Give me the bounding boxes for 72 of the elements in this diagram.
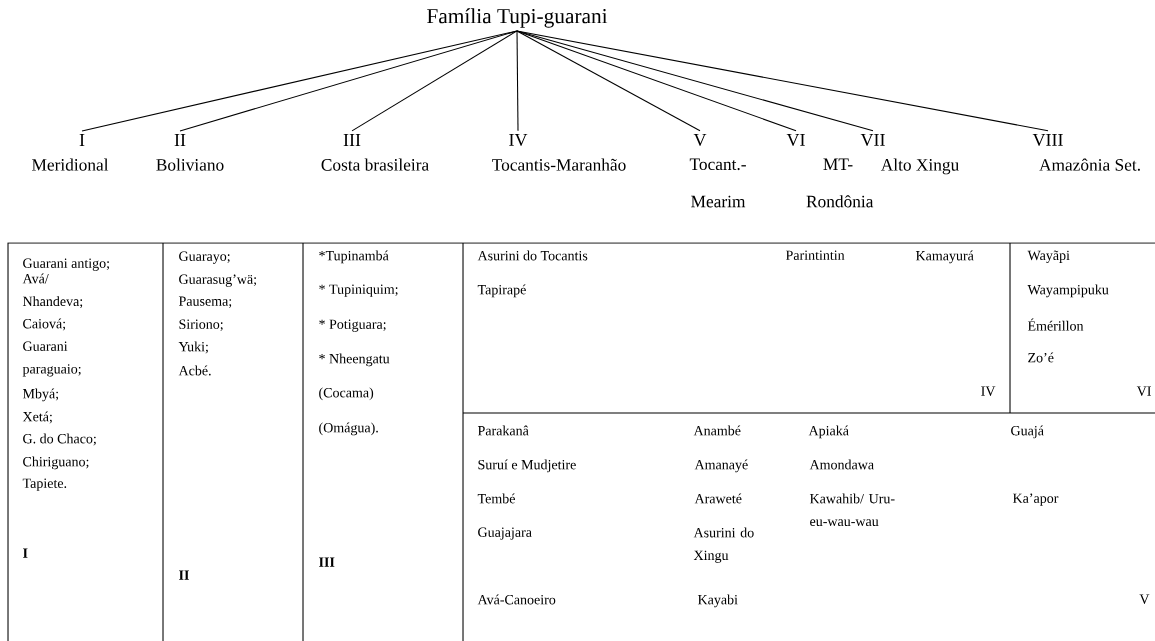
group-numeral: I [23, 548, 28, 558]
connector-line [516, 30, 701, 132]
group-numeral: II [179, 570, 189, 580]
language-name: Kayabi [697, 594, 738, 608]
group-numeral: VII [860, 133, 885, 146]
language-name: * Potiguara; [319, 319, 386, 332]
connector-line [516, 30, 1049, 132]
language-name: (Omágua). [319, 422, 378, 436]
branch-name: Tocantis-Maranhão [492, 158, 626, 171]
language-name: G. do Chaco; [23, 433, 96, 446]
language-name: Tapirapé [477, 284, 526, 298]
branch-name: Tocant.- Mearim [689, 158, 746, 208]
language-name: Avá/ Nhandeva; [22, 273, 83, 309]
language-name: Yuki; [178, 341, 208, 354]
branch-name: Costa brasileira [321, 158, 429, 171]
language-name: Tembé [477, 493, 515, 504]
language-name: Guajajara [478, 527, 532, 540]
branch-name: Alto Xingu [880, 158, 959, 175]
language-name: Parintintin [785, 250, 845, 260]
connector-line [351, 30, 518, 132]
language-name: Kamayurá [915, 250, 974, 264]
language-name: Acbé. [178, 365, 211, 376]
group-numeral: VI [786, 133, 805, 146]
language-name: Siriono; [179, 319, 223, 331]
language-name: Guarasug’wä; [179, 274, 256, 287]
language-name: Avá-Canoeiro [477, 594, 556, 605]
language-name: Émérillon [1027, 318, 1084, 331]
language-name: Guajá [1011, 425, 1044, 439]
language-name: Guarani paraguaio; [22, 341, 81, 377]
group-numeral: I [79, 134, 85, 146]
branch-name: Meridional [32, 158, 109, 171]
language-name: Kawahib/ Uru-eu-wau-wau [809, 493, 895, 527]
language-name: Wayampipuku [1027, 284, 1109, 298]
branch-name: MT- Rondônia [806, 158, 874, 208]
branch-name: Amazônia Set. [1039, 158, 1140, 171]
group-numeral: III [319, 557, 335, 567]
language-name: Suruí e Mudjetire [478, 459, 576, 473]
language-name: Asurini do Xingu [693, 527, 754, 563]
language-name: Apiaká [808, 425, 849, 439]
language-name: Asurini do Tocantis [477, 250, 588, 261]
language-name: Zo’é [1028, 352, 1054, 363]
connector-line [516, 30, 519, 132]
group-numeral: IV [981, 386, 996, 396]
group-numeral: V [1139, 594, 1150, 604]
language-name: Amanayé [694, 459, 748, 473]
language-name: Wayãpi [1027, 250, 1070, 263]
language-name: (Cocama) [319, 387, 374, 401]
language-name: Parakanâ [477, 425, 529, 436]
language-name: Araweté [694, 493, 742, 504]
branch-name: Boliviano [156, 158, 224, 171]
group-numeral: V [693, 133, 707, 146]
language-name: Guarani antigo; [23, 258, 109, 271]
language-name: Amondawa [809, 459, 874, 470]
language-name: Tapiete. [22, 478, 67, 491]
language-name: Caiová; [23, 318, 66, 331]
language-name: Ka’apor [1012, 493, 1059, 506]
language-name: * Nheengatu [319, 353, 390, 367]
title: Família Tupi-guarani [427, 8, 608, 28]
group-numeral: IV [509, 133, 528, 146]
language-name: Anambé [693, 425, 741, 436]
language-name: Mbyá; [22, 388, 59, 402]
group-numeral: VIII [1032, 133, 1063, 146]
connector-line [179, 30, 518, 132]
language-name: Chiriguano; [23, 456, 89, 470]
group-numeral: II [174, 134, 186, 146]
language-name: Guarayo; [179, 251, 230, 264]
language-name: *Tupinambá [319, 250, 389, 264]
group-numeral: III [343, 134, 361, 146]
language-name: Pausema; [178, 296, 232, 308]
language-name: * Tupiniquim; [319, 284, 398, 297]
group-numeral: VI [1136, 386, 1151, 396]
language-name: Xetá; [22, 411, 52, 424]
